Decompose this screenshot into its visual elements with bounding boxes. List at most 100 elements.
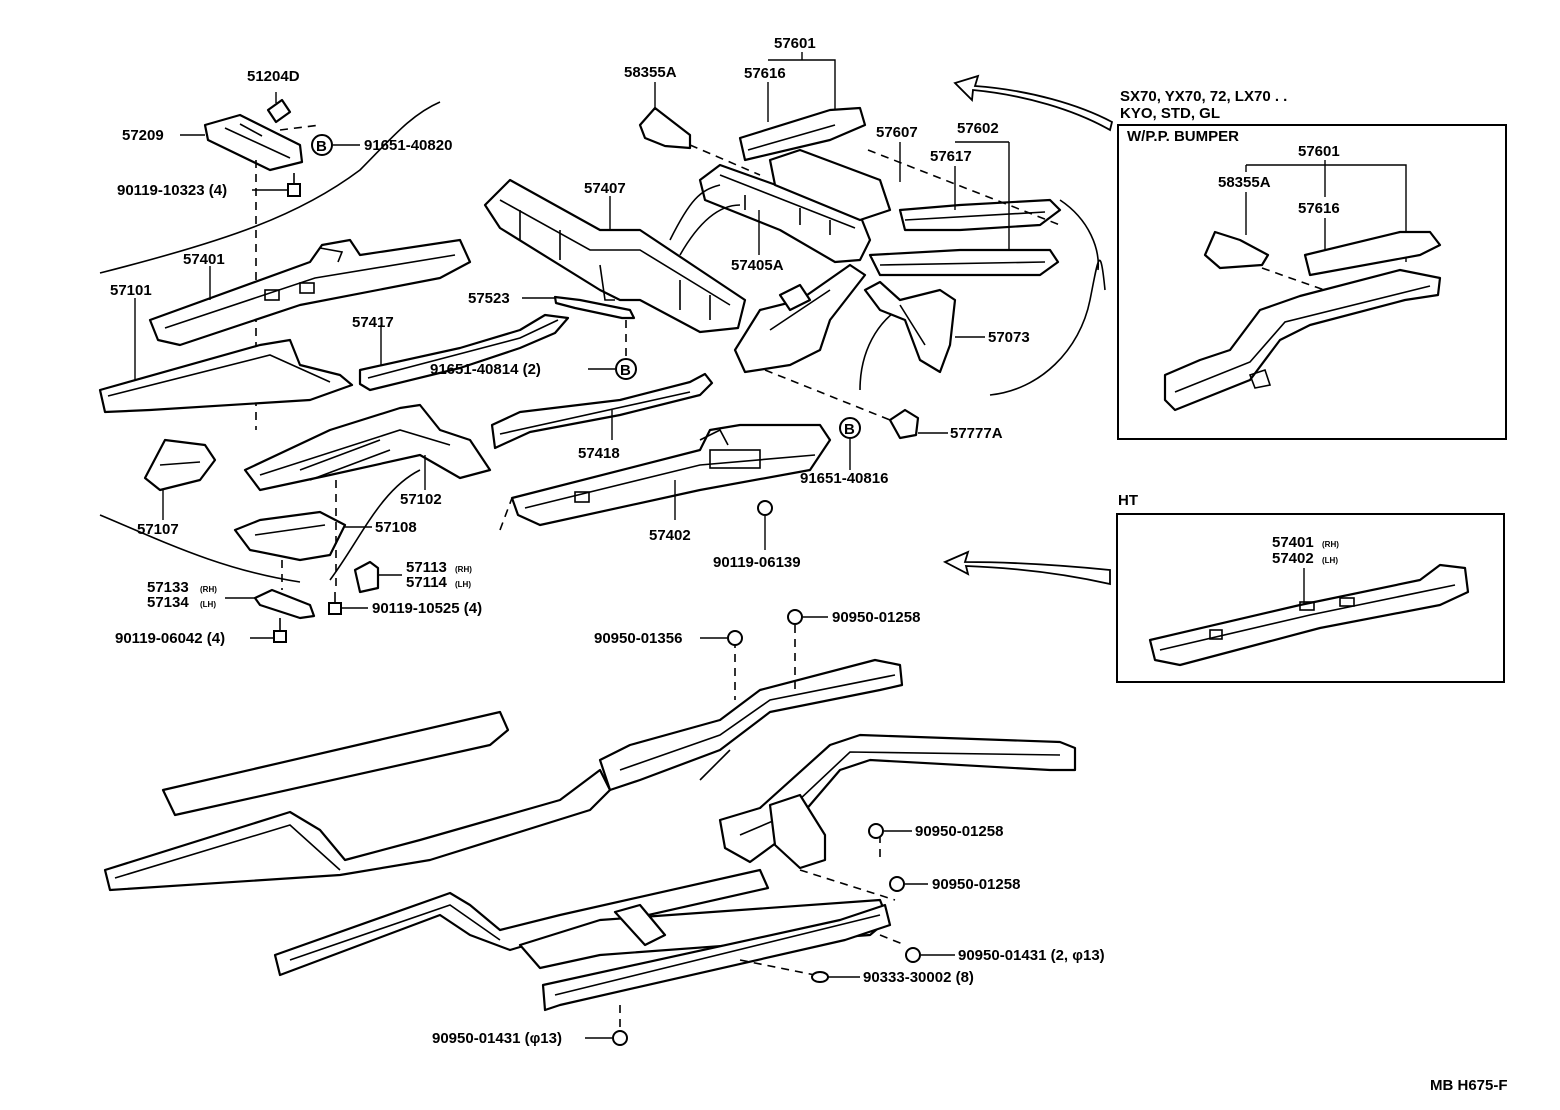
label-91651-40814: 91651-40814 (2) xyxy=(430,361,541,378)
inset-ht-frame xyxy=(1116,513,1505,683)
circle-b-91651-40814: B xyxy=(588,358,637,380)
plate-57209 xyxy=(180,113,304,172)
rail-57402 xyxy=(510,423,832,527)
inset-ht-title: HT xyxy=(1118,492,1138,509)
grommet-90950-01431-b xyxy=(585,1030,628,1046)
label-90333-30002: 90333-30002 (8) xyxy=(863,969,974,986)
rail-57417 xyxy=(358,313,570,392)
plug-90333-30002 xyxy=(811,971,860,983)
label-57402: 57402 xyxy=(649,527,691,544)
bracket-51204D xyxy=(266,92,292,124)
bolt-90119-06139 xyxy=(757,500,773,550)
rail-57101 xyxy=(98,298,354,414)
label-51204D: 51204D xyxy=(247,68,300,85)
label-57134: 57134 xyxy=(147,594,189,611)
label-90119-10323: 90119-10323 (4) xyxy=(117,182,227,199)
label-90950-01431-b: 90950-01431 (φ13) xyxy=(432,1030,562,1047)
label-57114: 57114 xyxy=(406,574,448,591)
label-90119-06139: 90119-06139 xyxy=(713,554,801,571)
label-90119-10525: 90119-10525 (4) xyxy=(372,600,482,617)
label-57602: 57602 xyxy=(957,120,999,137)
label-90950-01431-a: 90950-01431 (2, φ13) xyxy=(958,947,1105,964)
reinforcement-57616 xyxy=(738,82,867,162)
label-58355A: 58355A xyxy=(624,64,677,81)
inset-models-line1: SX70, YX70, 72, LX70 . . xyxy=(1120,88,1287,105)
label-57418: 57418 xyxy=(578,445,620,462)
inset-label-57616: 57616 xyxy=(1298,200,1340,217)
grommet-90950-01258-b xyxy=(868,823,912,839)
label-57113: 57113 xyxy=(406,559,447,576)
label-57407: 57407 xyxy=(584,180,626,197)
label-91651-40816: 91651-40816 xyxy=(800,470,888,487)
inset-bumper-title: W/P.P. BUMPER xyxy=(1127,128,1239,145)
rail-57102 xyxy=(243,403,492,492)
label-57101: 57101 xyxy=(110,282,152,299)
inset-ht-label-57402: 57402 xyxy=(1272,550,1314,567)
circle-b-91651-40816: B xyxy=(839,417,861,470)
inset-ht-rail xyxy=(1148,563,1470,667)
label-57601: 57601 xyxy=(774,35,816,52)
label-57133-rh: (RH) xyxy=(200,585,217,594)
label-57417: 57417 xyxy=(352,314,394,331)
label-57134-lh: (LH) xyxy=(200,600,216,609)
bracket-58355A xyxy=(638,82,692,150)
label-57401: 57401 xyxy=(183,251,225,268)
label-91651-40820: 91651-40820 xyxy=(364,137,452,154)
label-57113-rh: (RH) xyxy=(455,565,472,574)
label-90950-01258-c: 90950-01258 xyxy=(932,876,1020,893)
label-90950-01258-b: 90950-01258 xyxy=(915,823,1003,840)
grommet-90950-01431-a xyxy=(905,947,955,963)
bracket-57107 xyxy=(143,438,217,520)
circle-b-91651-40820: B xyxy=(311,134,360,156)
reinforcement-57073 xyxy=(863,280,985,374)
label-90950-01258-a: 90950-01258 xyxy=(832,609,920,626)
crossmember-57407 xyxy=(483,178,747,334)
grommet-90950-01356 xyxy=(700,630,743,646)
inset-bumper-frame xyxy=(1117,124,1507,440)
label-57107: 57107 xyxy=(137,521,179,538)
label-57133: 57133 xyxy=(147,579,189,596)
arrow-to-bumper-inset xyxy=(953,74,1114,132)
label-57108: 57108 xyxy=(375,519,417,536)
bracket-57133-57134 xyxy=(225,588,316,620)
label-57405A: 57405A xyxy=(731,257,784,274)
rail-57401 xyxy=(148,238,472,347)
svg-text:B: B xyxy=(620,362,631,379)
grommet-90950-01258-a xyxy=(787,609,828,625)
bolt-90119-06042 xyxy=(250,618,287,643)
label-57616: 57616 xyxy=(744,65,786,82)
label-57114-lh: (LH) xyxy=(455,580,471,589)
grommet-90950-01258-c xyxy=(889,876,928,892)
inset-ht-label-57401-rh: (RH) xyxy=(1322,540,1339,549)
footer-code: MB H675-F xyxy=(1430,1077,1508,1094)
inset-rail-57601 xyxy=(1163,268,1442,412)
inset-ht-label-57401: 57401 xyxy=(1272,534,1314,551)
inset-label-58355A: 58355A xyxy=(1218,174,1271,191)
inset-bracket-58355A xyxy=(1203,192,1270,270)
bolt-90119-10323 xyxy=(252,173,301,197)
arrow-to-ht-inset xyxy=(942,550,1111,586)
underbody-frame-left xyxy=(103,658,904,892)
inset-label-57601: 57601 xyxy=(1298,143,1340,160)
crossmember-57405A xyxy=(669,148,892,374)
label-57607: 57607 xyxy=(876,124,918,141)
svg-text:B: B xyxy=(316,138,327,155)
inset-ht-label-57402-lh: (LH) xyxy=(1322,556,1338,565)
rail-57418 xyxy=(490,372,714,450)
label-57617: 57617 xyxy=(930,148,972,165)
label-90119-06042: 90119-06042 (4) xyxy=(115,630,225,647)
plate-57108 xyxy=(233,510,372,562)
bolt-90119-10525 xyxy=(328,592,368,615)
strap-57523 xyxy=(522,295,636,320)
svg-text:B: B xyxy=(844,421,855,438)
label-57523: 57523 xyxy=(468,290,510,307)
bracket-57777A xyxy=(888,408,948,440)
inset-models-line2: KYO, STD, GL xyxy=(1120,105,1220,122)
underbody-frame-right xyxy=(273,733,1077,1012)
label-57777A: 57777A xyxy=(950,425,1003,442)
label-90950-01356: 90950-01356 xyxy=(594,630,682,647)
body-outline-lines xyxy=(99,101,1106,583)
label-57102: 57102 xyxy=(400,491,442,508)
bracket-57113-57114 xyxy=(353,560,402,594)
